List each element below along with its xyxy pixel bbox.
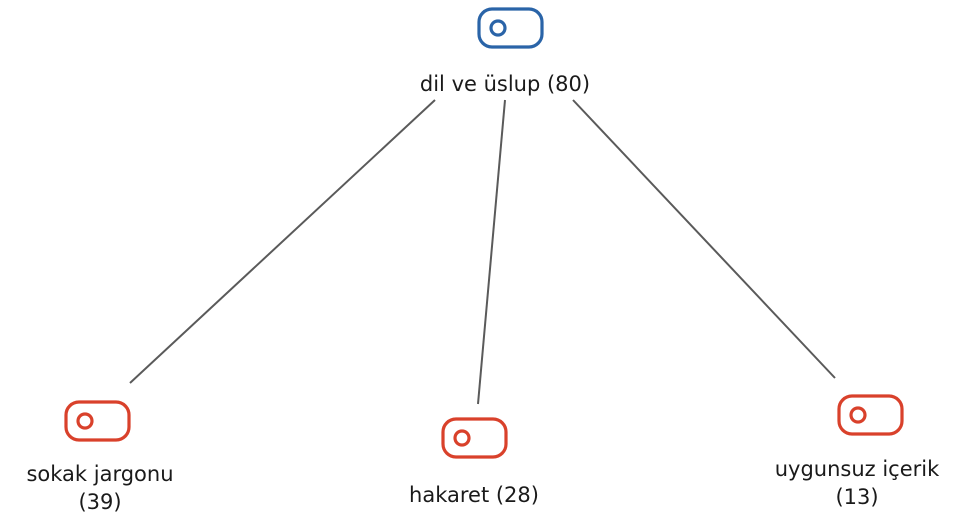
edge-root-to-hakaret <box>477 99 506 405</box>
sokak-jargonu-label[interactable]: sokak jargonu (39) <box>0 460 200 516</box>
sokak-jargonu-label-line1: sokak jargonu <box>26 462 174 486</box>
root-code-tag-icon[interactable] <box>477 7 544 49</box>
root-label-text: dil ve üslup (80) <box>419 72 591 96</box>
uygunsuz-icerik-tag-icon[interactable] <box>837 394 904 436</box>
edge-root-to-sokak-jargonu <box>129 99 436 384</box>
edge-root-to-uygunsuz-icerik <box>572 99 836 379</box>
sokak-jargonu-count: (39) <box>78 490 122 514</box>
sokak-jargonu-tag-icon[interactable] <box>64 400 131 442</box>
hakaret-label[interactable]: hakaret (28) <box>374 481 574 509</box>
uygunsuz-icerik-label-line1: uygunsuz içerik <box>774 457 940 481</box>
hakaret-tag-icon[interactable] <box>441 417 508 459</box>
uygunsuz-icerik-label[interactable]: uygunsuz içerik (13) <box>747 455 967 511</box>
uygunsuz-icerik-count: (13) <box>835 485 879 509</box>
root-node-label[interactable]: dil ve üslup (80) <box>370 70 640 98</box>
hakaret-label-line1: hakaret (28) <box>409 483 539 507</box>
